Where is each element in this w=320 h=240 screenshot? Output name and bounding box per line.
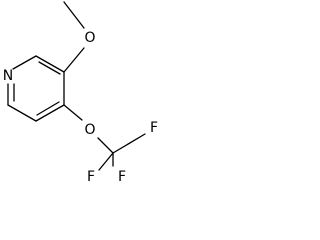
- bond-c-f-left: [98, 152, 114, 171]
- atom-fluorine-bottom: F: [118, 169, 126, 185]
- atom-methoxy-oxygen: O: [84, 30, 95, 46]
- bond-c4-c5: [35, 104, 65, 122]
- atom-ether-oxygen: O: [84, 122, 95, 138]
- atom-nitrogen: N: [3, 68, 13, 84]
- bond-c4-c5-inner: [36, 101, 60, 116]
- bond-o-cf3: [97, 137, 114, 154]
- structure-canvas: N O O F F F: [0, 0, 189, 185]
- atom-fluorine-left: F: [87, 169, 95, 185]
- molecule-drawing: N O O F F F: [3, 1, 158, 185]
- bond-c2-c3: [35, 55, 65, 73]
- bond-c5-c6: [7, 104, 37, 122]
- bond-c3-o-methoxy: [63, 47, 85, 73]
- atom-fluorine-right: F: [150, 120, 158, 136]
- bond-c2-c3-inner: [38, 61, 61, 75]
- bond-c4-o-ether: [63, 104, 83, 121]
- bond-c-f-right: [112, 133, 146, 154]
- bond-n-c2: [12, 55, 37, 70]
- bond-o-ch3: [63, 1, 85, 29]
